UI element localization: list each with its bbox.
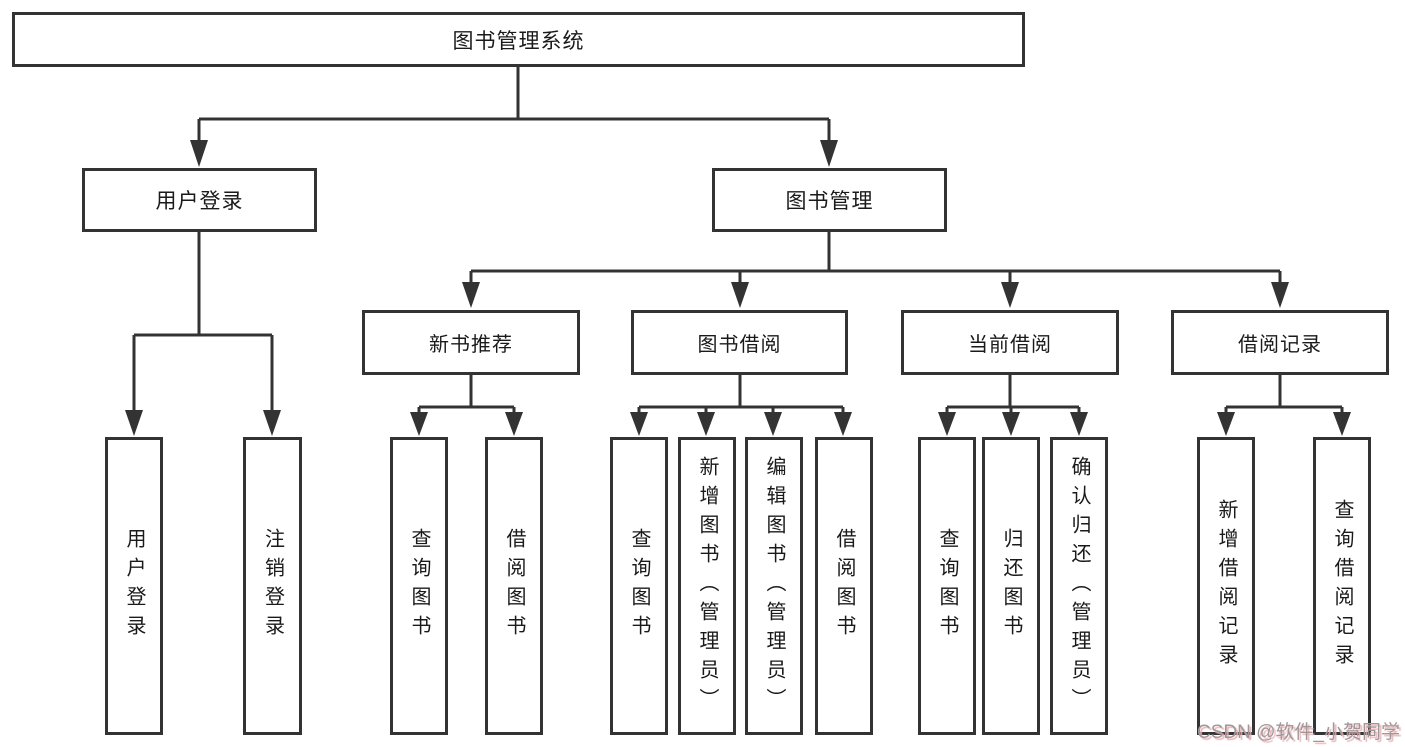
- leaf-label: 借阅图书: [503, 528, 525, 644]
- leaf-logout: 注销登录: [243, 437, 302, 735]
- leaf-cb-confirm-return-admin: 确认归还（管理员）: [1050, 437, 1108, 735]
- leaf-label: 新增图书（管理员）: [696, 455, 718, 717]
- leaf-bb-borrow-books: 借阅图书: [815, 437, 873, 735]
- leaf-label: 查询图书: [408, 528, 430, 644]
- leaf-br-query-record: 查询借阅记录: [1313, 437, 1371, 735]
- leaf-label: 查询借阅记录: [1331, 499, 1353, 673]
- leaf-label: 注销登录: [261, 528, 284, 644]
- leaf-label: 新增借阅记录: [1215, 499, 1237, 673]
- node-new-book-recommend: 新书推荐: [362, 310, 580, 375]
- node-book-management: 图书管理: [712, 168, 947, 232]
- node-root-library-system: 图书管理系统: [12, 12, 1025, 67]
- leaf-bb-add-books-admin: 新增图书（管理员）: [678, 437, 736, 735]
- leaf-nb-query-books: 查询图书: [390, 437, 448, 735]
- leaf-cb-query-books: 查询图书: [918, 437, 976, 735]
- leaf-nb-borrow-books: 借阅图书: [485, 437, 543, 735]
- csdn-watermark: CSDN @软件_小贺同学: [1197, 722, 1400, 743]
- leaf-br-add-record: 新增借阅记录: [1197, 437, 1255, 735]
- leaf-label: 归还图书: [1000, 528, 1022, 644]
- node-user-login: 用户登录: [82, 168, 317, 232]
- leaf-user-login: 用户登录: [105, 437, 163, 735]
- node-current-borrowing: 当前借阅: [901, 310, 1119, 375]
- leaf-label: 查询图书: [628, 528, 650, 644]
- node-borrowing-records: 借阅记录: [1171, 310, 1389, 375]
- leaf-label: 用户登录: [123, 528, 145, 644]
- leaf-cb-return-books: 归还图书: [982, 437, 1040, 735]
- leaf-bb-query-books: 查询图书: [610, 437, 668, 735]
- leaf-bb-edit-books-admin: 编辑图书（管理员）: [745, 437, 803, 735]
- node-book-borrowing: 图书借阅: [631, 310, 848, 375]
- leaf-label: 借阅图书: [833, 528, 855, 644]
- leaf-label: 查询图书: [936, 528, 958, 644]
- leaf-label: 编辑图书（管理员）: [763, 455, 785, 717]
- leaf-label: 确认归还（管理员）: [1068, 455, 1090, 717]
